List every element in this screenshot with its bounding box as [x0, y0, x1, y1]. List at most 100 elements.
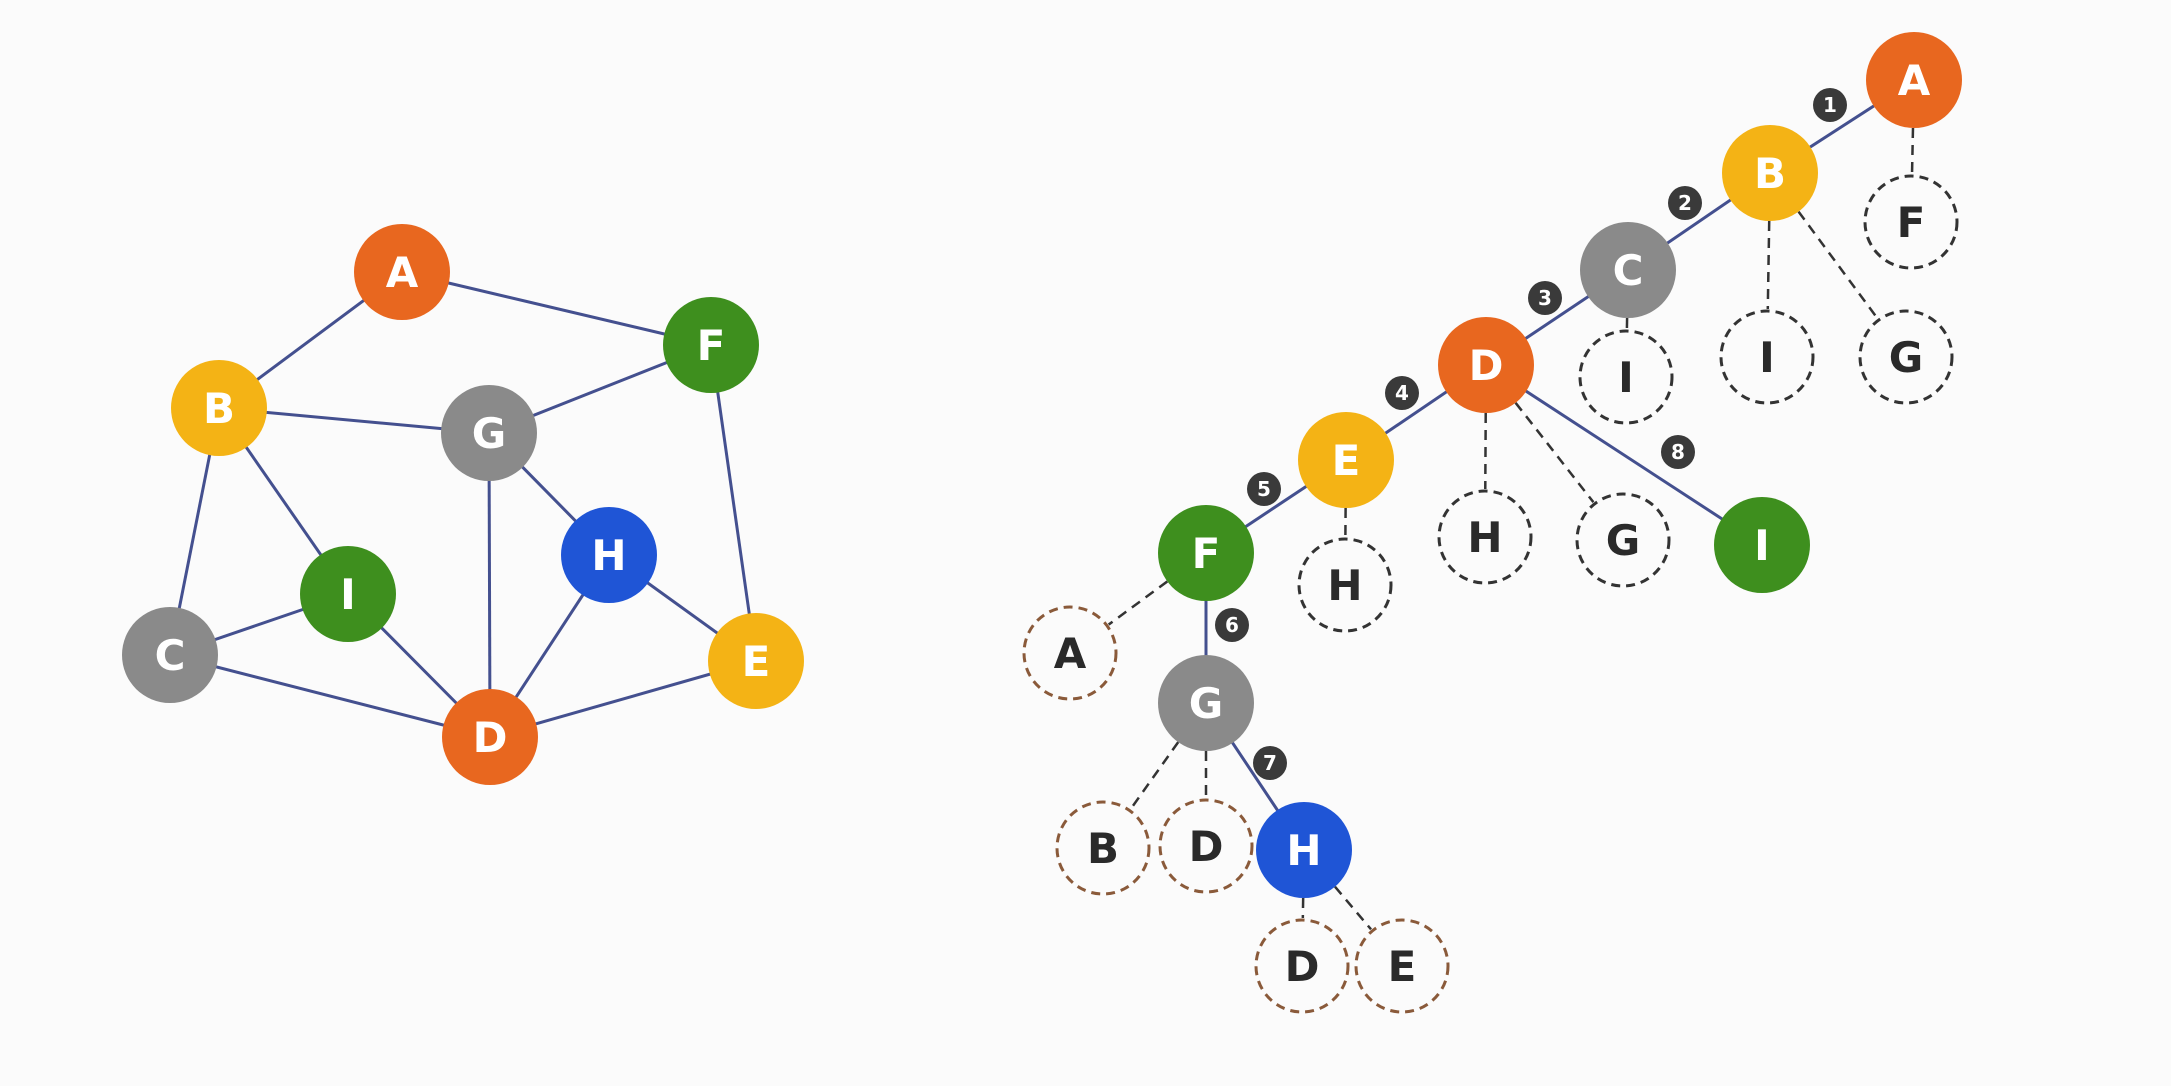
step-badge-label: 3	[1538, 286, 1552, 310]
tree-pruned-edge-tH-dE1	[1334, 885, 1372, 931]
graph-node-circle	[300, 546, 396, 642]
graph-node-circle	[663, 297, 759, 393]
tree-node-label: H	[1286, 826, 1321, 875]
tree-pruned-node-circle	[1719, 309, 1815, 405]
graph-node-F: F	[663, 297, 759, 393]
tree-pruned-node-dE1: E	[1354, 918, 1450, 1014]
step-badge-6: 6	[1215, 608, 1249, 642]
graph-node-label: F	[697, 321, 726, 370]
tree-node-circle	[1298, 412, 1394, 508]
tree-pruned-node-dD1: D	[1158, 798, 1254, 894]
tree-node-label: H	[1467, 513, 1502, 562]
tree-node-circle	[1580, 222, 1676, 318]
step-badge-3: 3	[1528, 281, 1562, 315]
tree-node-tB: B	[1722, 125, 1818, 221]
graph-node-A: A	[354, 224, 450, 320]
tree-pruned-node-dA1: A	[1022, 605, 1118, 701]
tree-node-label: A	[1054, 629, 1087, 678]
tree-node-circle	[1722, 125, 1818, 221]
tree-node-tI: I	[1714, 497, 1810, 593]
tree-pruned-node-dI2: I	[1578, 329, 1674, 425]
graph-node-circle	[441, 385, 537, 481]
tree-pruned-node-circle	[1158, 798, 1254, 894]
step-badge-8: 8	[1661, 435, 1695, 469]
step-badge-circle	[1813, 88, 1847, 122]
tree-node-circle	[1256, 802, 1352, 898]
step-badge-label: 1	[1823, 93, 1837, 117]
graph-node-circle	[561, 507, 657, 603]
tree-node-label: D	[1469, 341, 1504, 390]
tree-node-label: B	[1087, 824, 1119, 873]
graph-node-H: H	[561, 507, 657, 603]
tree-pruned-node-circle	[1437, 489, 1533, 585]
graph-edge-F-E	[709, 344, 758, 662]
tree-node-label: C	[1613, 246, 1644, 295]
step-badge-label: 8	[1671, 440, 1685, 464]
graph-node-label: D	[473, 713, 508, 762]
tree-node-circle	[1158, 505, 1254, 601]
tree-node-tF: F	[1158, 505, 1254, 601]
step-badge-label: 4	[1395, 381, 1409, 405]
tree-node-circle	[1866, 32, 1962, 128]
tree-node-label: I	[1759, 333, 1775, 382]
tree-pruned-node-circle	[1297, 537, 1393, 633]
tree-pruned-node-dG1: G	[1858, 309, 1954, 405]
graph-node-C: C	[122, 607, 218, 703]
tree-pruned-edge-tB-dG1	[1797, 210, 1879, 320]
tree-node-circle	[1714, 497, 1810, 593]
tree-pruned-node-dB1: B	[1055, 800, 1151, 896]
tree-pruned-node-circle	[1354, 918, 1450, 1014]
graph-node-D: D	[442, 689, 538, 785]
graph-edge-A-F	[401, 270, 712, 347]
graph-nodes: A B C D E F G H I	[122, 224, 804, 785]
tree-pruned-node-dH2: H	[1297, 537, 1393, 633]
tree-pruned-node-circle	[1578, 329, 1674, 425]
graph-node-label: H	[591, 531, 626, 580]
tree-node-tD: D	[1438, 317, 1534, 413]
tree-node-tE: E	[1298, 412, 1394, 508]
graph-node-I: I	[300, 546, 396, 642]
graph-node-circle	[708, 613, 804, 709]
tree-pruned-edge-tF-dA1	[1107, 580, 1169, 626]
step-badge-1: 1	[1813, 88, 1847, 122]
step-badge-2: 2	[1668, 186, 1702, 220]
step-badge-circle	[1528, 281, 1562, 315]
tree-pruned-node-circle	[1858, 309, 1954, 405]
tree-pruned-node-circle	[1254, 918, 1350, 1014]
graph-node-label: A	[386, 248, 419, 297]
tree-node-label: E	[1332, 436, 1361, 485]
tree-node-tA: A	[1866, 32, 1962, 128]
graph-node-circle	[171, 360, 267, 456]
tree-pruned-node-circle	[1055, 800, 1151, 896]
tree-node-label: F	[1192, 529, 1221, 578]
graph-node-label: I	[340, 570, 356, 619]
graph-node-circle	[354, 224, 450, 320]
graph-node-E: E	[708, 613, 804, 709]
tree-pruned-edge-tA-dF1	[1910, 127, 1915, 175]
graph-node-G: G	[441, 385, 537, 481]
graph-node-circle	[122, 607, 218, 703]
step-badge-circle	[1247, 472, 1281, 506]
graph-node-label: B	[203, 384, 235, 433]
step-badge-label: 2	[1678, 191, 1692, 215]
tree-node-tC: C	[1580, 222, 1676, 318]
tree-node-label: A	[1898, 56, 1931, 105]
tree-pruned-edge-tB-dI1	[1766, 220, 1771, 310]
tree-pruned-node-dG2: G	[1575, 492, 1671, 588]
tree-pruned-edges	[1107, 127, 1915, 931]
tree-node-label: H	[1327, 561, 1362, 610]
step-badge-circle	[1385, 376, 1419, 410]
graph-node-label: G	[472, 409, 506, 458]
step-badge-4: 4	[1385, 376, 1419, 410]
graph-node-label: E	[742, 637, 771, 686]
graph-edge-G-D	[487, 432, 492, 738]
tree-pruned-node-dF1: F	[1863, 174, 1959, 270]
tree-pruned-node-dD2: D	[1254, 918, 1350, 1014]
step-badge-circle	[1668, 186, 1702, 220]
graph-node-label: C	[155, 631, 186, 680]
tree-node-label: F	[1897, 198, 1926, 247]
tree-node-label: E	[1388, 942, 1417, 991]
graph-node-circle	[442, 689, 538, 785]
tree-node-tG: G	[1158, 655, 1254, 751]
